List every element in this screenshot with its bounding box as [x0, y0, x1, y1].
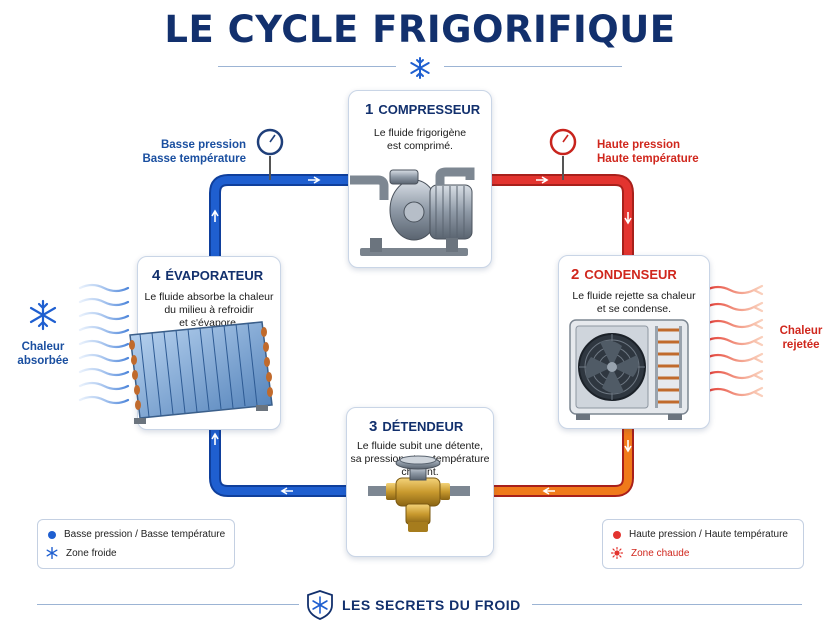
- step-name: ÉVAPORATEUR: [165, 268, 264, 283]
- blue-dot-icon: [48, 530, 56, 539]
- expansion-valve-title: 3 DÉTENDEUR: [369, 418, 463, 435]
- shield-snowflake-icon: [307, 590, 333, 620]
- step-number: 1: [365, 101, 374, 118]
- legend-cold-zone: Zone froide: [46, 547, 117, 559]
- expansion-valve-description: Le fluide subit une détente,sa pression …: [350, 440, 490, 478]
- legend-hot-zone-text: Zone chaude: [631, 547, 690, 559]
- sun-icon: [611, 547, 623, 559]
- condenser-card: 2 CONDENSEUR Le fluide rejette sa chaleur…: [558, 255, 710, 429]
- heat-waves: [704, 284, 764, 398]
- legend-cold-zone-text: Zone froide: [66, 547, 117, 559]
- snowflake-icon: [46, 547, 58, 559]
- low-pressure-gauge: [256, 128, 284, 180]
- legend-low-pressure-text: Basse pression / Basse température: [64, 529, 226, 540]
- red-dot-icon: [613, 530, 621, 539]
- step-number: 3: [369, 418, 378, 435]
- evaporator-card: 4 ÉVAPORATEUR Le fluide absorbe la chaleu…: [137, 256, 281, 430]
- snowflake-icon: [410, 57, 430, 79]
- expansion-valve-card: 3 DÉTENDEUR Le fluide subit une détente,s…: [346, 407, 494, 557]
- footer-divider-right: [532, 604, 802, 605]
- cold-air-waves: [78, 283, 130, 405]
- legend-low-pressure: Basse pression / Basse température: [48, 529, 225, 540]
- footer-brand: LES SECRETS DU FROID: [342, 597, 521, 613]
- evaporator-title: 4 ÉVAPORATEUR: [152, 267, 263, 284]
- title-divider-left: [218, 66, 396, 67]
- step-number: 2: [571, 266, 580, 283]
- compressor-title: 1 COMPRESSEUR: [365, 101, 480, 118]
- title-divider-right: [444, 66, 622, 67]
- legend-hot: Haute pression / Haute température Zone …: [602, 519, 804, 569]
- legend-high-pressure: Haute pression / Haute température: [613, 529, 788, 540]
- page-title: LE CYCLE FRIGORIFIQUE: [164, 8, 676, 51]
- footer-divider-left: [37, 604, 299, 605]
- snowflake-icon: [29, 299, 57, 331]
- condenser-title: 2 CONDENSEUR: [571, 266, 677, 283]
- step-name: CONDENSEUR: [584, 267, 677, 282]
- step-name: COMPRESSEUR: [378, 102, 481, 117]
- step-number: 4: [152, 267, 161, 284]
- high-pressure-gauge: [549, 128, 577, 180]
- legend-high-pressure-text: Haute pression / Haute température: [629, 529, 788, 540]
- flow-arrows: [211, 176, 632, 495]
- step-name: DÉTENDEUR: [382, 419, 464, 434]
- legend-hot-zone: Zone chaude: [611, 547, 690, 559]
- legend-cold: Basse pression / Basse température Zone …: [37, 519, 235, 569]
